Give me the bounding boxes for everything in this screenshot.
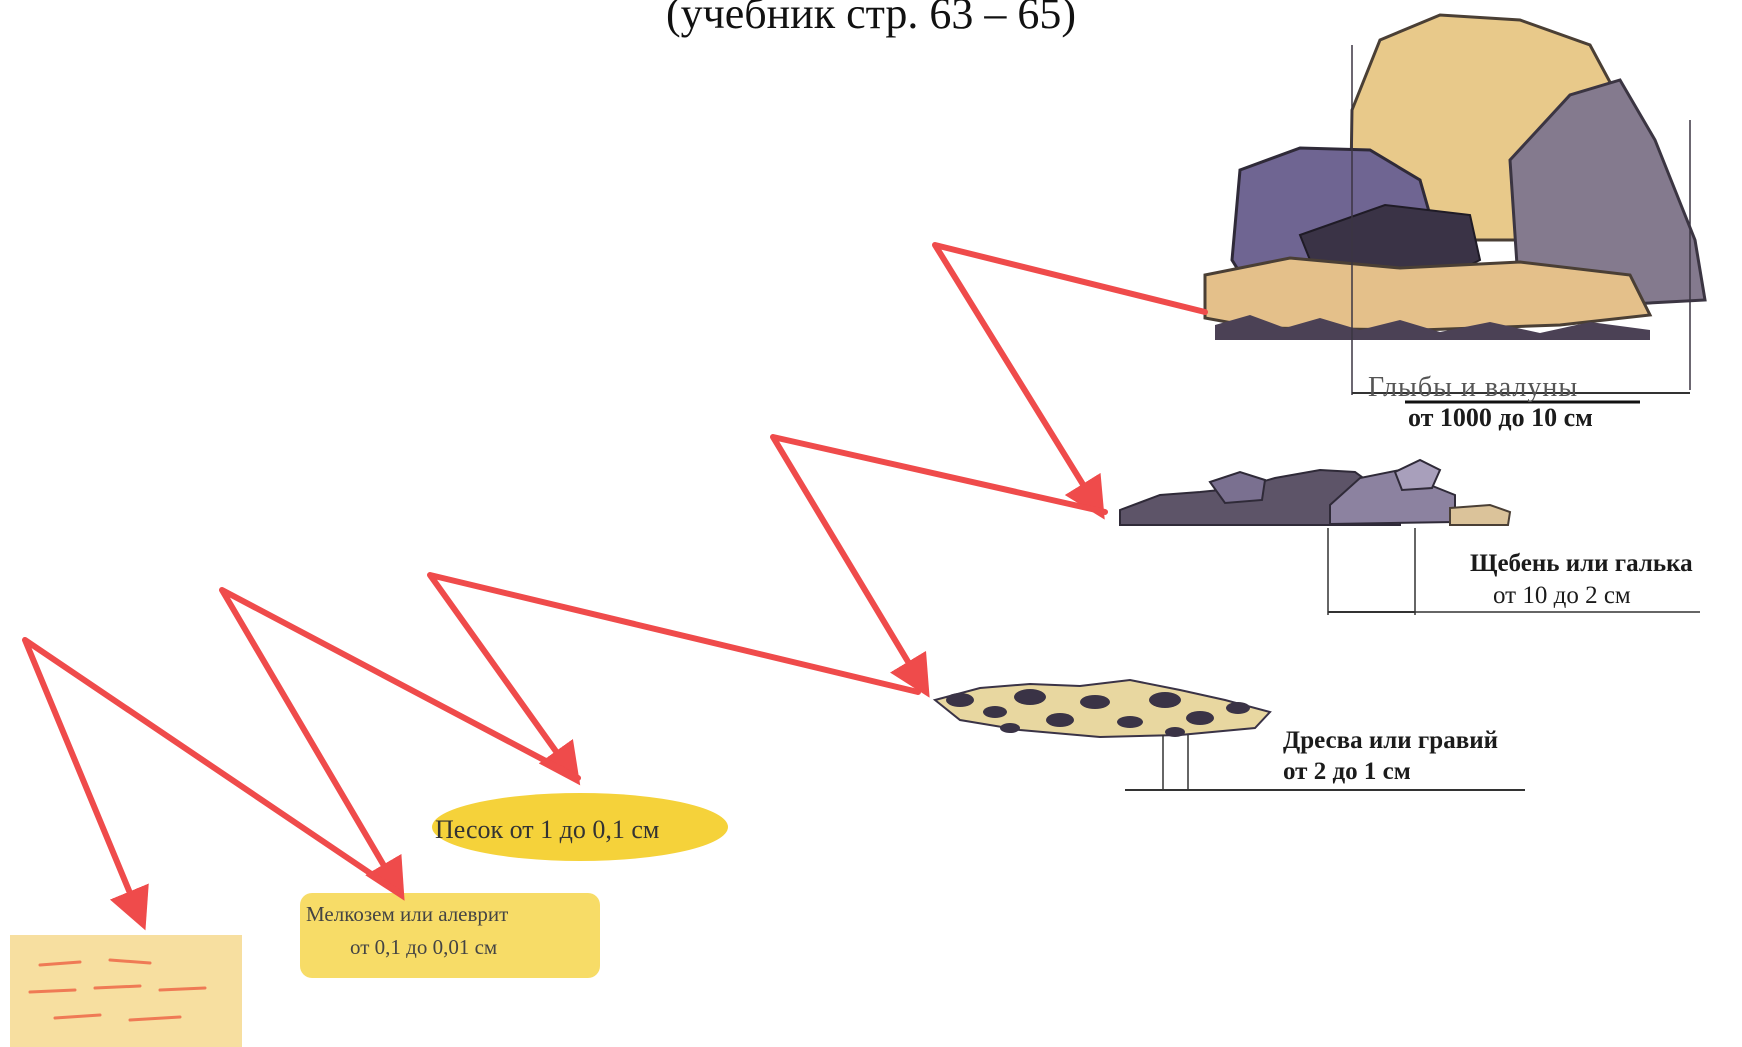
clay-patch [10, 935, 242, 1047]
boulders-label: Глыбы и валуны [1368, 372, 1579, 403]
gravel-label: Щебень или галька [1470, 550, 1693, 577]
boulders-illustration [1203, 13, 1707, 404]
boulder-pebbles-base [1215, 315, 1650, 340]
gravel-illustration [1119, 458, 1700, 615]
arrow-grus-to-sand [427, 572, 921, 786]
grus-label: Дресва или гравий [1283, 727, 1499, 754]
textbook-reference: (учебник стр. 63 – 65) [665, 0, 1077, 38]
silt-label-highlight [300, 893, 600, 978]
sand-label: Песок от 1 до 0,1 см [435, 815, 660, 844]
arrow-silt-to-clay [22, 637, 401, 931]
sand-patch [432, 793, 728, 861]
boulder-tan-base [1203, 256, 1653, 332]
boulders-size-range: от 1000 до 10 см [1408, 403, 1593, 432]
arrow-gravel-to-grus [770, 434, 1108, 698]
grus-illustration [932, 678, 1525, 791]
grus-size-range: от 2 до 1 см [1283, 758, 1411, 785]
arrow-sand-to-silt [219, 587, 581, 901]
arrow-boulders-to-gravel [932, 242, 1208, 520]
silt-size-range: от 0,1 до 0,01 см [350, 935, 498, 959]
gravel-size-range: от 10 до 2 см [1493, 582, 1631, 609]
silt-label: Мелкозем или алеврит [306, 902, 509, 926]
